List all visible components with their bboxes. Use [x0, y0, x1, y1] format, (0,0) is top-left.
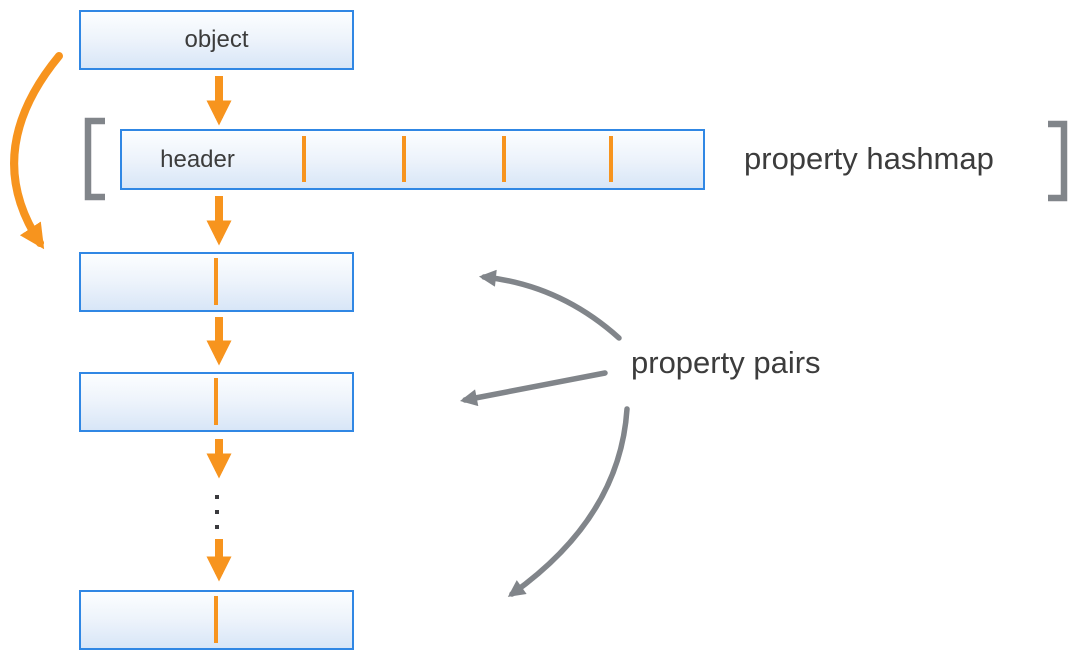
ellipsis-dot — [215, 495, 219, 499]
header-slot-divider — [402, 136, 406, 182]
pairs-arrow-top-icon — [478, 269, 622, 341]
property-pair-box-1 — [79, 252, 354, 312]
object-box-label: object — [184, 26, 249, 53]
vertical-ellipsis — [215, 495, 219, 529]
header-slot-divider — [502, 136, 506, 182]
pairs-arrow-bottom-icon — [507, 406, 630, 597]
property-pair-box-2 — [79, 372, 354, 432]
pair-divider — [214, 596, 218, 643]
pair-divider — [214, 258, 218, 305]
header-cell-label: header — [160, 145, 235, 173]
left-bracket-icon — [84, 117, 105, 201]
property-pairs-label: property pairs — [631, 345, 821, 380]
pairs-arrow-middle-icon — [459, 370, 608, 407]
header-slot-divider — [609, 136, 613, 182]
header-slot-divider — [302, 136, 306, 182]
right-bracket-icon — [1048, 120, 1068, 202]
property-hashmap-label: property hashmap — [744, 141, 994, 176]
pair-divider — [214, 378, 218, 425]
hashmap-header-box: header — [120, 129, 705, 190]
ellipsis-dot — [215, 510, 219, 514]
object-to-first-pair-curved-arrow-icon — [10, 52, 63, 250]
ellipsis-dot — [215, 525, 219, 529]
property-pair-box-3 — [79, 590, 354, 650]
object-box: object — [79, 10, 354, 70]
